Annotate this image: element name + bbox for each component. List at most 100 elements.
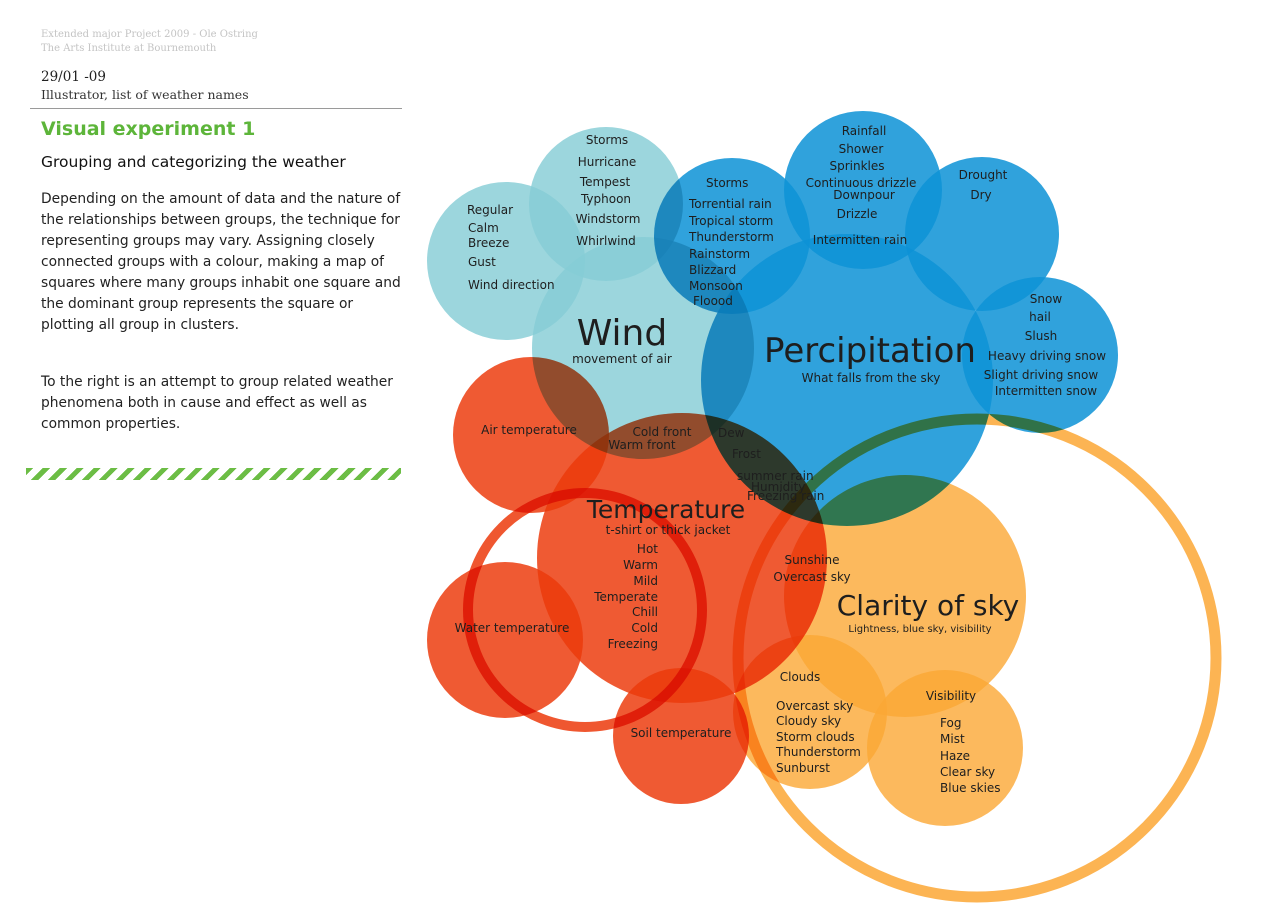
description-paragraph-2: To the right is an attempt to group rela… xyxy=(41,374,393,432)
wind-subtitle: movement of air xyxy=(572,352,672,366)
list-item: Storms xyxy=(586,133,628,147)
list-item: Cloudy sky xyxy=(776,714,841,728)
list-item: Mild xyxy=(633,574,658,588)
list-item: Temperate xyxy=(593,590,658,604)
list-item: Thunderstorm xyxy=(688,230,774,244)
percipitation-group xyxy=(654,111,1118,526)
school-name: The Arts Institute at Bournemouth xyxy=(41,43,217,54)
header-divider xyxy=(30,108,402,109)
entry-subtitle: Illustrator, list of weather names xyxy=(41,87,249,102)
clouds-circle xyxy=(733,635,887,789)
project-credit: Extended major Project 2009 - Ole Ostrin… xyxy=(41,29,258,40)
percipitation-snow-circle xyxy=(962,277,1118,433)
list-item: Downpour xyxy=(833,188,895,202)
wind-storms-list: Storms Hurricane Tempest Typhoon Windsto… xyxy=(576,133,641,248)
list-item: hail xyxy=(1029,310,1051,324)
percipitation-temperature-overlap: Dew Frost summer rain Humidity Freezing … xyxy=(718,426,824,503)
list-item: Regular xyxy=(467,203,513,217)
list-item: Heavy driving snow xyxy=(988,349,1106,363)
clouds-list: Overcast sky Cloudy sky Storm clouds Thu… xyxy=(775,699,861,775)
clarity-title: Clarity of sky xyxy=(837,589,1020,622)
clarity-subtitle: Lightness, blue sky, visibility xyxy=(848,624,991,635)
entry-date: 29/01 -09 xyxy=(41,69,106,85)
list-item: Drought xyxy=(959,168,1008,182)
list-item: Cold front xyxy=(632,425,691,439)
list-item: Chill xyxy=(632,605,658,619)
list-item: Sunshine xyxy=(784,553,839,567)
wind-direction-list: Regular Calm Breeze Gust Wind direction xyxy=(467,203,555,292)
experiment-subtitle: Grouping and categorizing the weather xyxy=(41,153,346,171)
list-item: Slush xyxy=(1025,329,1057,343)
clouds-title: Clouds xyxy=(780,670,821,684)
list-item: Calm xyxy=(468,221,499,235)
list-item: Storms xyxy=(706,176,748,190)
list-item: Rainfall xyxy=(842,124,887,138)
list-item: Hurricane xyxy=(578,155,637,169)
water-temperature-label: Water temperature xyxy=(455,621,570,635)
list-item: Haze xyxy=(940,749,970,763)
list-item: Intermitten rain xyxy=(813,233,907,247)
list-item: Hot xyxy=(637,542,658,556)
temperature-list: Hot Warm Mild Temperate Chill Cold Freez… xyxy=(593,542,658,651)
wind-temperature-overlap: Cold front Warm front xyxy=(608,425,691,452)
soil-temperature-circle xyxy=(613,668,749,804)
list-item: Clear sky xyxy=(940,765,995,779)
list-item: Warm front xyxy=(608,438,676,452)
striped-divider xyxy=(26,468,401,480)
list-item: Blizzard xyxy=(689,263,736,277)
list-item: Fog xyxy=(940,716,961,730)
temperature-group xyxy=(427,357,827,804)
list-item: Storm clouds xyxy=(776,730,855,744)
list-item: Drizzle xyxy=(837,207,878,221)
soil-temperature-label: Soil temperature xyxy=(631,726,732,740)
list-item: Whirlwind xyxy=(576,234,635,248)
list-item: Cold xyxy=(631,621,658,635)
list-item: Torrential rain xyxy=(688,197,772,211)
page-header: Extended major Project 2009 - Ole Ostrin… xyxy=(41,28,401,103)
list-item: Monsoon xyxy=(689,279,743,293)
list-item: Breeze xyxy=(468,236,509,250)
list-item: Frost xyxy=(732,447,761,461)
list-item: Windstorm xyxy=(576,212,641,226)
list-item: Humidity xyxy=(751,480,805,494)
percipitation-rain-circle xyxy=(784,111,942,269)
list-item: Warm xyxy=(623,558,658,572)
list-item: Tempest xyxy=(579,175,631,189)
percipitation-dry-list: Drought Dry xyxy=(959,168,1008,202)
percipitation-subtitle: What falls from the sky xyxy=(802,371,941,385)
list-item: Thunderstorm xyxy=(775,745,861,759)
list-item: Rainstorm xyxy=(689,247,750,261)
list-item: Freezing rain xyxy=(747,489,824,503)
list-item: Slight driving snow xyxy=(984,368,1099,382)
list-item: Freezing xyxy=(608,637,658,651)
list-item: Tropical storm xyxy=(688,214,773,228)
temperature-subtitle: t-shirt or thick jacket xyxy=(606,523,731,537)
list-item: Dew xyxy=(718,426,745,440)
list-item: Blue skies xyxy=(940,781,1001,795)
wind-title: Wind xyxy=(577,313,667,354)
list-item: Wind direction xyxy=(468,278,555,292)
list-item: Gust xyxy=(468,255,496,269)
experiment-title: Visual experiment 1 xyxy=(41,118,256,140)
list-item: Shower xyxy=(839,142,884,156)
list-item: Continuous drizzle xyxy=(806,176,917,190)
list-item: Floood xyxy=(693,294,733,308)
list-item: Overcast sky xyxy=(773,570,850,584)
clarity-group xyxy=(733,475,1026,826)
visibility-circle xyxy=(867,670,1023,826)
visibility-list: Fog Mist Haze Clear sky Blue skies xyxy=(940,716,1001,795)
percipitation-title: Percipitation xyxy=(764,331,976,371)
list-item: Mist xyxy=(940,732,965,746)
list-item: summer rain xyxy=(737,469,814,483)
list-item: Overcast sky xyxy=(776,699,853,713)
list-item: Intermitten snow xyxy=(995,384,1097,398)
description-paragraph-1: Depending on the amount of data and the … xyxy=(41,191,401,333)
air-temperature-label: Air temperature xyxy=(481,423,577,437)
visibility-title: Visibility xyxy=(926,689,976,703)
list-item: Sprinkles xyxy=(829,159,884,173)
percipitation-storms-list: Storms Torrential rain Tropical storm Th… xyxy=(688,176,774,308)
temperature-main-circle xyxy=(537,413,827,703)
percipitation-snow-list: Snow hail Slush Heavy driving snow Sligh… xyxy=(984,292,1106,398)
temperature-title: Temperature xyxy=(586,495,745,524)
